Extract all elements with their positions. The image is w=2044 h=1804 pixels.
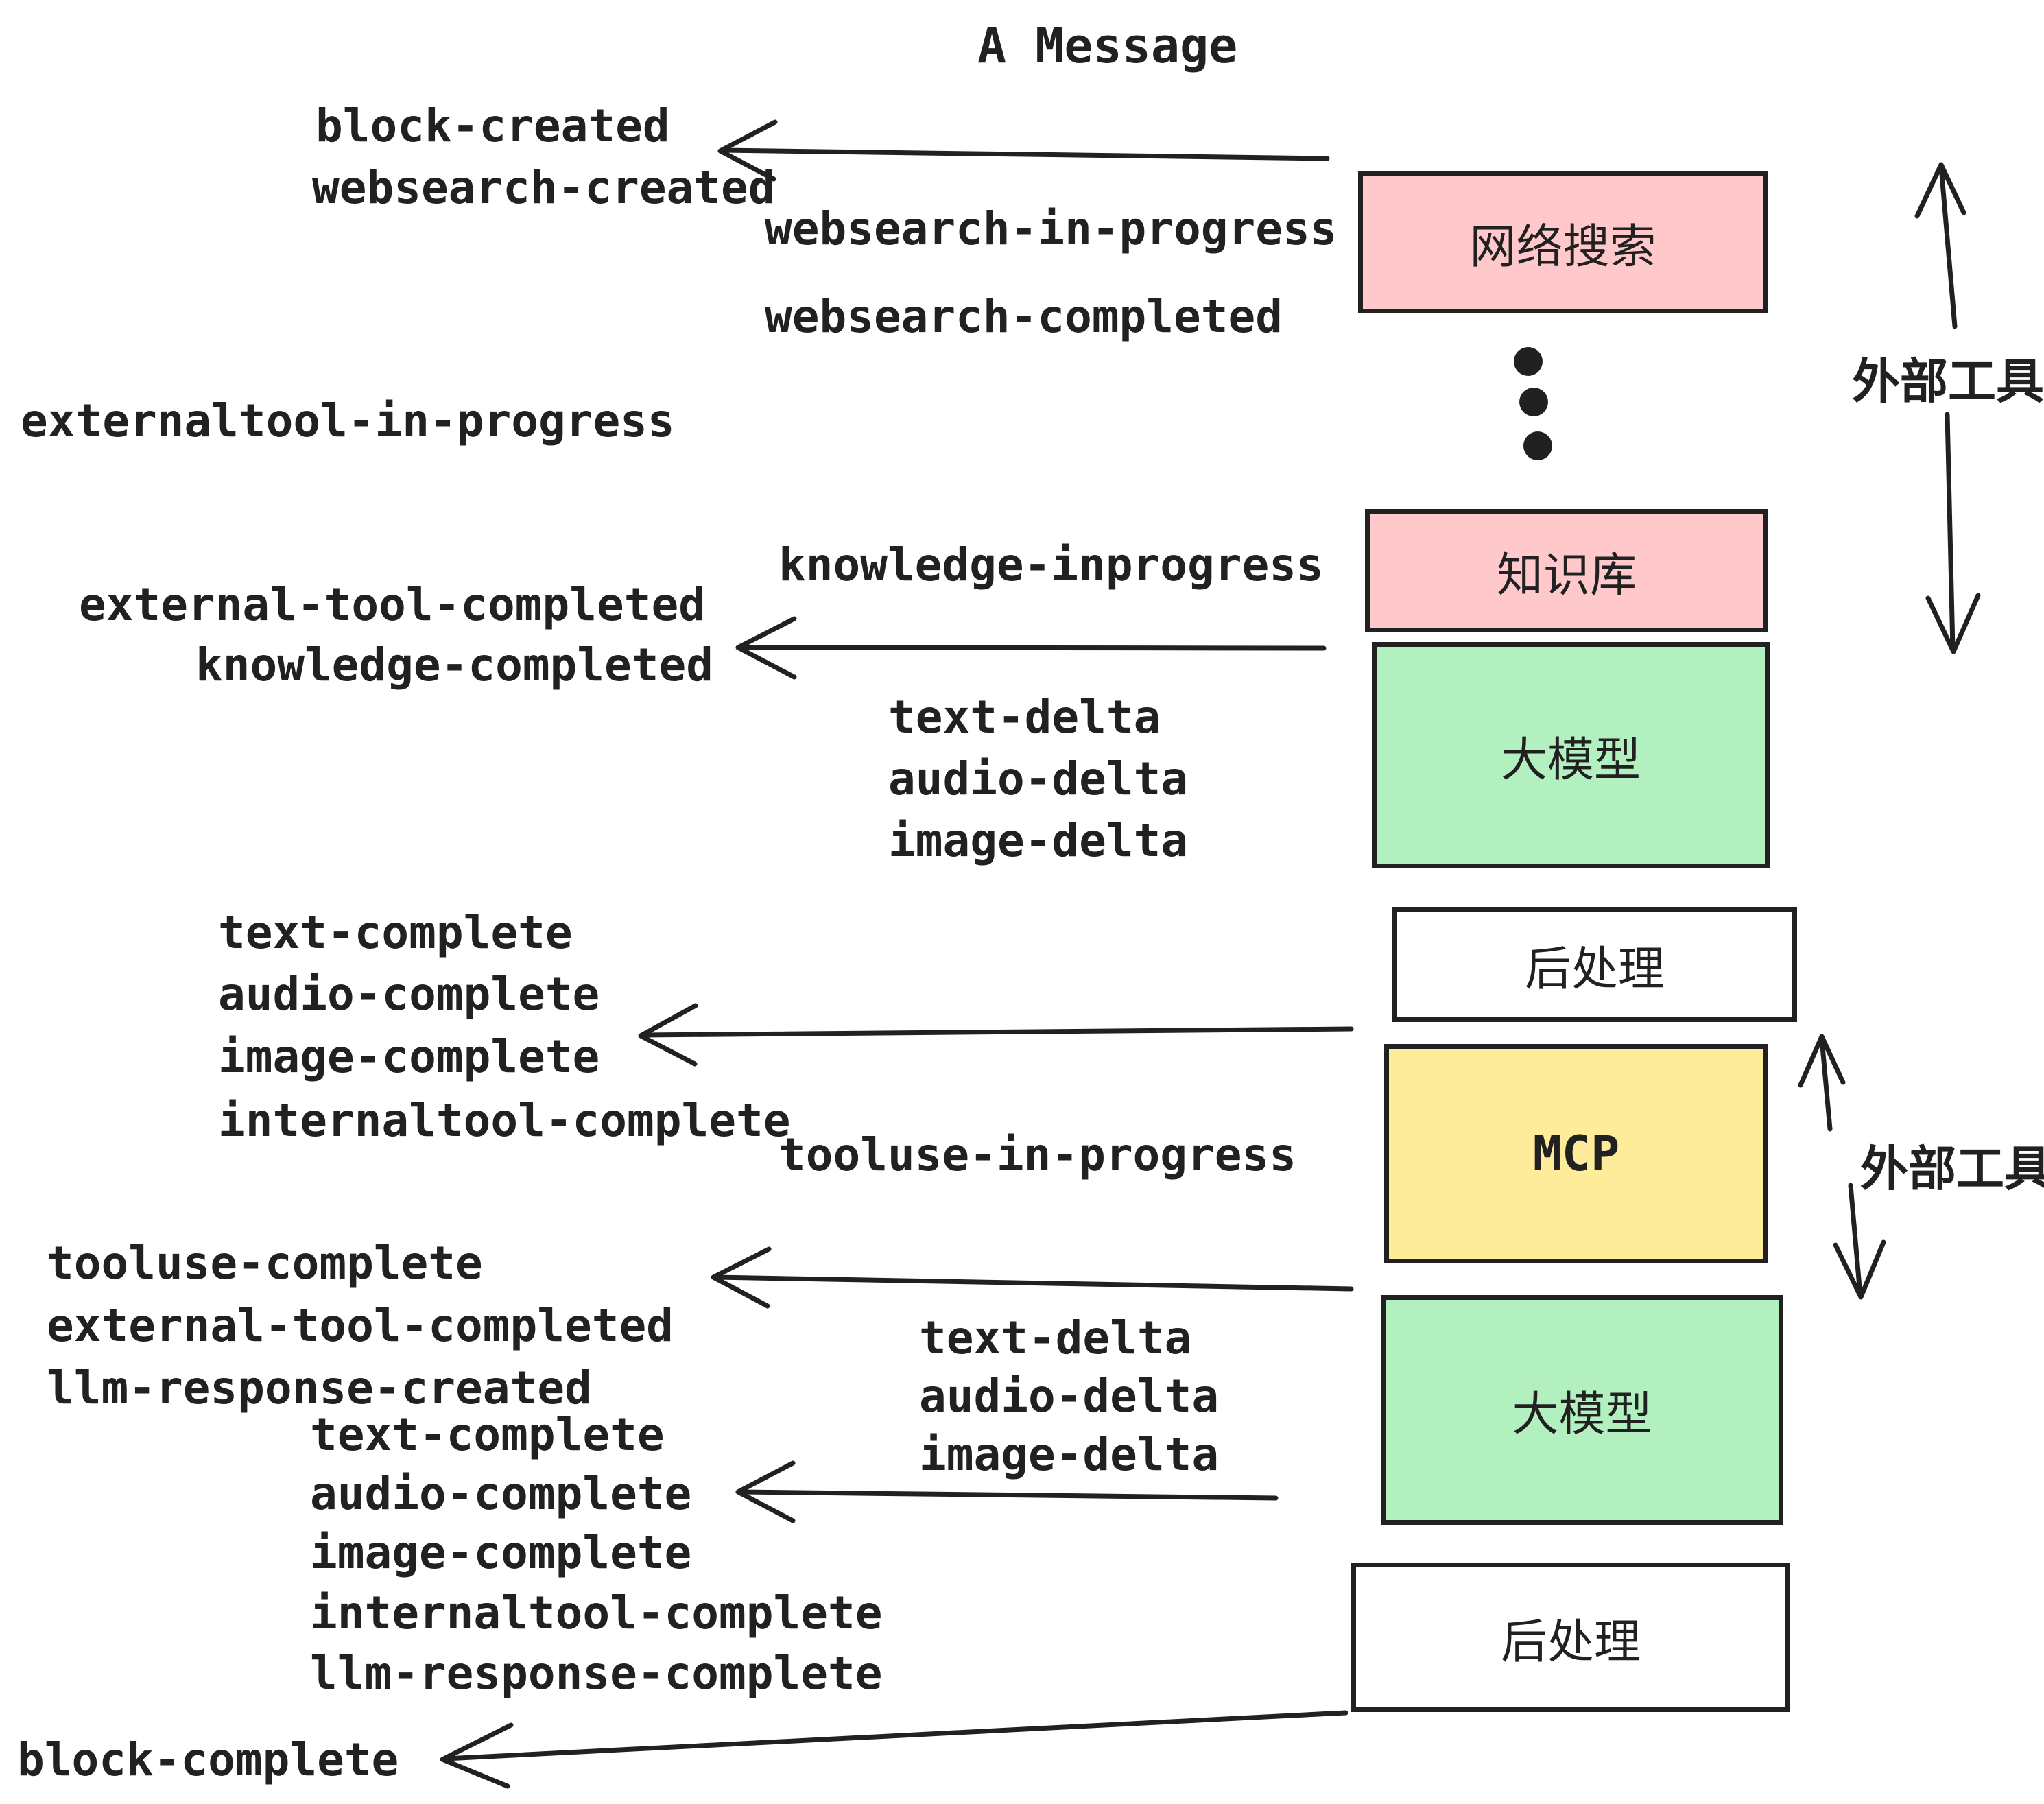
- event-audio-delta-1: audio-delta: [888, 752, 1189, 805]
- box-websearch-label: 网络搜索: [1469, 220, 1656, 274]
- box-postprocess-2-label: 后处理: [1500, 1615, 1641, 1670]
- event-audio-complete-1: audio-complete: [218, 968, 600, 1021]
- ellipsis-dots: [1514, 347, 1552, 460]
- event-websearch-created: websearch-created: [312, 161, 776, 214]
- event-knowledge-inprogress: knowledge-inprogress: [779, 538, 1324, 591]
- arrow-to-audio-complete: [735, 1460, 1279, 1523]
- external-tools-up-arrow-2: [1798, 1034, 1846, 1132]
- box-websearch: 网络搜索: [1358, 171, 1768, 313]
- event-llm-response-created: llm-response-created: [47, 1362, 592, 1414]
- arrow-to-tooluse-complete: [711, 1246, 1354, 1309]
- event-audio-delta-2: audio-delta: [919, 1370, 1220, 1423]
- event-text-delta-1: text-delta: [888, 691, 1161, 744]
- event-tooluse-complete: tooluse-complete: [47, 1237, 483, 1290]
- external-tools-down-arrow-2: [1833, 1183, 1886, 1300]
- diagram-title: A Message: [977, 18, 1238, 74]
- box-knowledge: 知识库: [1365, 509, 1768, 632]
- event-websearch-in-progress: websearch-in-progress: [765, 202, 1338, 255]
- box-postprocess-1-label: 后处理: [1524, 942, 1665, 997]
- event-llm-response-complete: llm-response-complete: [310, 1647, 883, 1700]
- arrow-to-block-complete: [440, 1710, 1348, 1789]
- box-llm-1-label: 大模型: [1500, 733, 1641, 787]
- event-knowledge-completed: knowledge-completed: [195, 639, 713, 691]
- external-tools-label-1: 外部工具: [1852, 353, 2044, 410]
- event-image-delta-1: image-delta: [888, 814, 1189, 867]
- event-external-tool-completed-2: external-tool-completed: [47, 1299, 674, 1352]
- event-websearch-completed: websearch-completed: [765, 290, 1283, 343]
- external-tools-up-arrow-1: [1914, 162, 1966, 329]
- event-audio-complete-2: audio-complete: [310, 1467, 692, 1520]
- box-llm-2-label: 大模型: [1512, 1388, 1652, 1442]
- box-mcp-label: MCP: [1532, 1126, 1620, 1182]
- box-postprocess-2: 后处理: [1351, 1563, 1790, 1712]
- event-image-complete-1: image-complete: [218, 1030, 600, 1083]
- box-knowledge-label: 知识库: [1496, 548, 1637, 603]
- event-block-created: block-created: [316, 99, 670, 152]
- event-externaltool-in-progress: externaltool-in-progress: [21, 394, 675, 447]
- box-postprocess-1: 后处理: [1392, 907, 1797, 1022]
- external-tools-down-arrow-1: [1925, 412, 1981, 654]
- box-mcp: MCP: [1384, 1044, 1768, 1263]
- arrow-to-knowledge-completed: [735, 616, 1327, 680]
- event-internaltool-complete-1: internaltool-complete: [218, 1094, 791, 1147]
- event-internaltool-complete-2: internaltool-complete: [310, 1587, 883, 1639]
- arrow-to-websearch-created: [717, 119, 1330, 182]
- event-tooluse-in-progress: tooluse-in-progress: [779, 1128, 1296, 1181]
- event-text-delta-2: text-delta: [919, 1312, 1192, 1364]
- event-block-complete: block-complete: [17, 1733, 399, 1786]
- box-llm-2: 大模型: [1381, 1295, 1783, 1525]
- external-tools-label-2: 外部工具: [1860, 1141, 2044, 1197]
- event-image-delta-2: image-delta: [919, 1428, 1220, 1481]
- event-text-complete-2: text-complete: [310, 1408, 665, 1461]
- event-text-complete-1: text-complete: [218, 906, 573, 959]
- box-llm-1: 大模型: [1372, 642, 1770, 868]
- arrow-to-image-complete: [638, 1003, 1354, 1067]
- event-image-complete-2: image-complete: [310, 1526, 692, 1579]
- event-external-tool-completed: external-tool-completed: [79, 578, 706, 631]
